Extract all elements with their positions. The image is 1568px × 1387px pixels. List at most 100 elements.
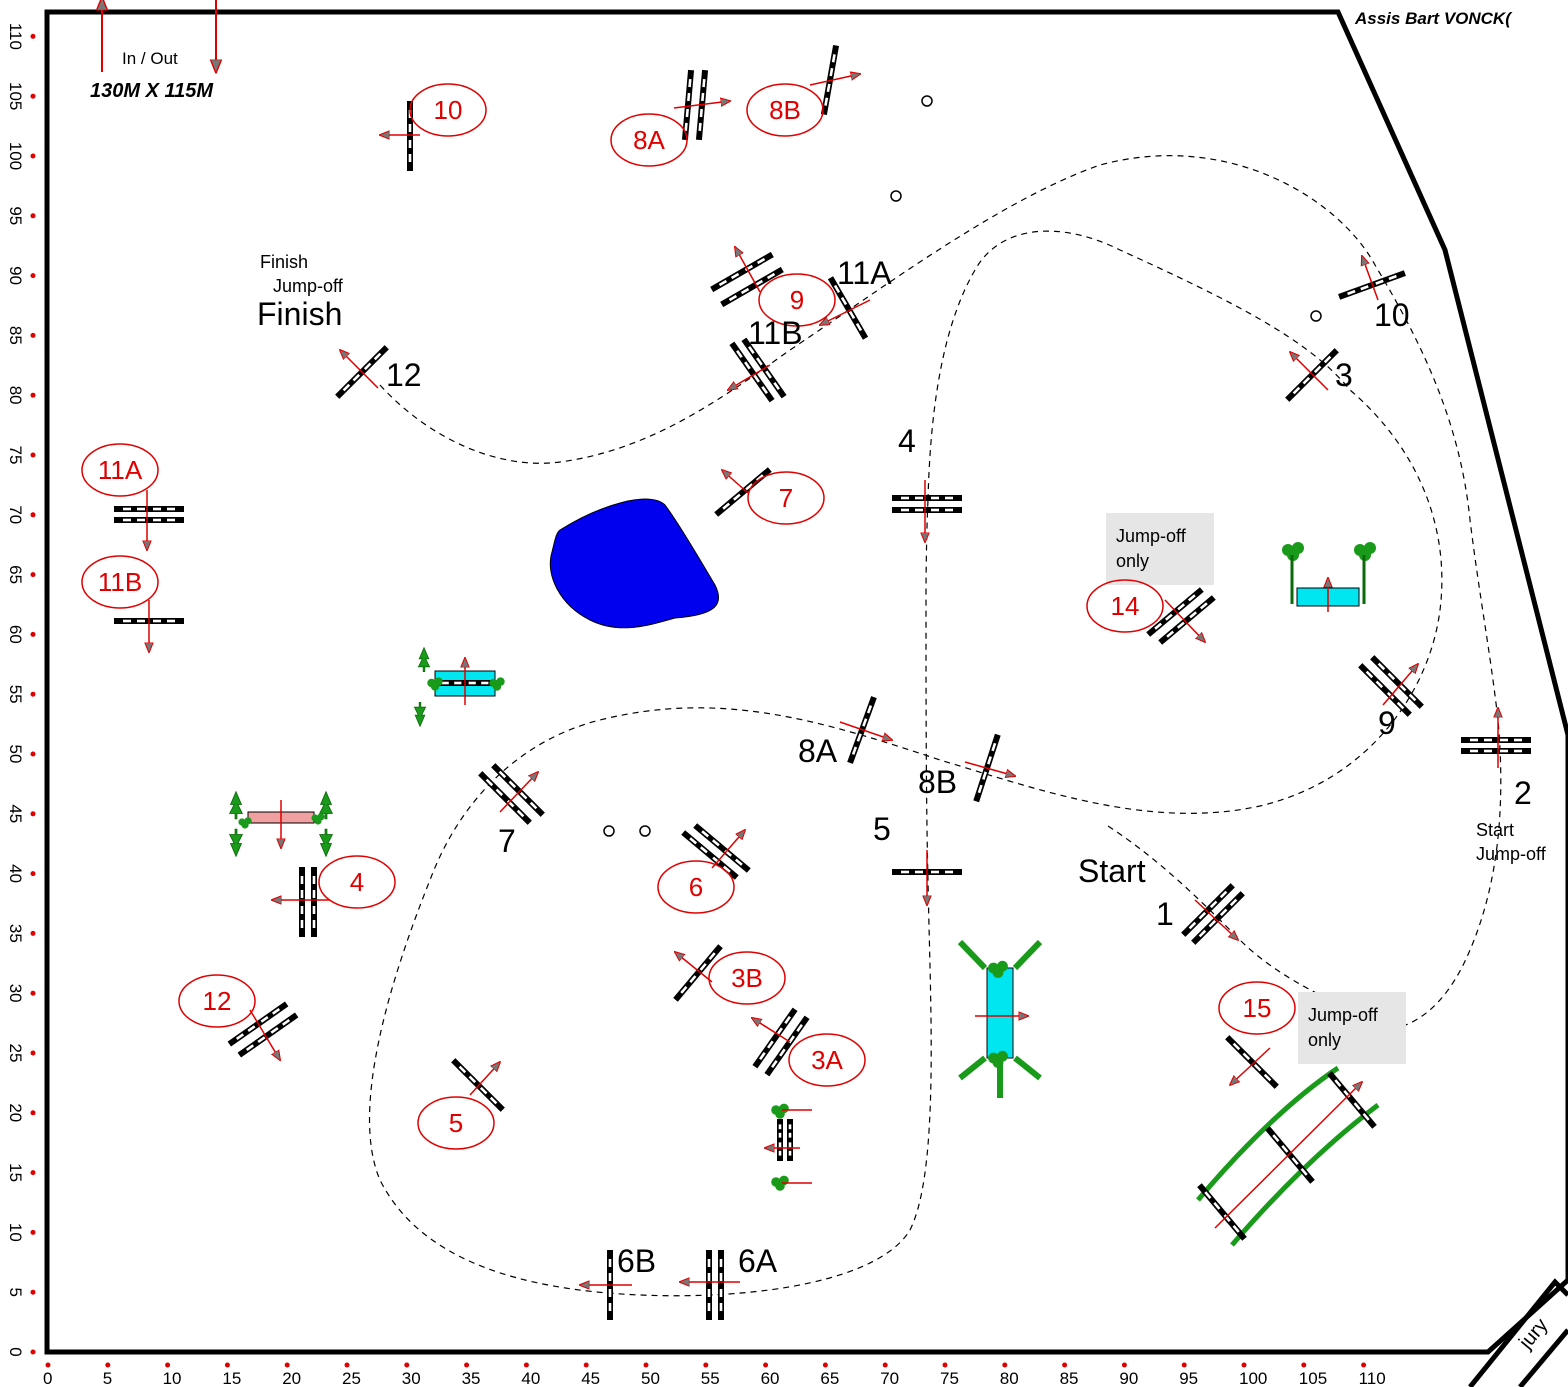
x-tick-mark (1121, 1362, 1127, 1368)
jo-num-4: 4 (898, 423, 916, 459)
y-tick-mark (30, 392, 36, 398)
main-num-6: 6 (689, 872, 703, 902)
y-tick-label: 70 (6, 505, 25, 524)
x-tick-label: 100 (1239, 1369, 1267, 1387)
svg-text:Jump-off: Jump-off (1308, 1005, 1379, 1025)
x-tick-label: 90 (1119, 1369, 1138, 1387)
fence-9 (710, 247, 784, 308)
x-tick-mark (404, 1362, 410, 1368)
fence-11b (114, 600, 184, 652)
y-tick-label: 25 (6, 1044, 25, 1063)
x-tick-label: 45 (581, 1369, 600, 1387)
x-tick-mark (523, 1362, 529, 1368)
jo-num-10: 10 (1374, 297, 1410, 333)
y-tick-label: 110 (6, 23, 25, 50)
fence-jo-5 (892, 850, 962, 905)
jo-num-11b: 11B (748, 315, 803, 351)
y-tick-mark (30, 1050, 36, 1056)
jumpoff-only-box-1: Jump-off only (1106, 513, 1214, 585)
jo-num-7: 7 (498, 823, 516, 859)
jo-num-11a: 11A (837, 255, 892, 291)
main-num-4: 4 (350, 867, 364, 897)
start-jumpoff-label-1: Start (1476, 820, 1514, 840)
x-tick-label: 95 (1179, 1369, 1198, 1387)
main-num-14: 14 (1111, 591, 1140, 621)
x-tick-mark (105, 1362, 111, 1368)
y-tick-mark (30, 930, 36, 936)
main-num-9: 9 (790, 285, 804, 315)
fence-jo-4 (892, 480, 962, 542)
x-tick-mark (464, 1362, 470, 1368)
fence-5 (451, 1058, 505, 1112)
x-tick-mark (224, 1362, 230, 1368)
wall-jump (229, 791, 333, 857)
x-tick-mark (1241, 1362, 1247, 1368)
finish-jumpoff-label-1: Finish (260, 252, 308, 272)
x-tick-label: 35 (462, 1369, 481, 1387)
main-num-5: 5 (449, 1108, 463, 1138)
assistant-name: Assis Bart VONCK( (1354, 9, 1513, 28)
y-tick-mark (30, 33, 36, 39)
jumpoff-route-north (379, 155, 1502, 1031)
water-jump-left (413, 647, 505, 727)
jo-num-3: 3 (1335, 357, 1353, 393)
fence-3b (673, 944, 723, 1002)
y-tick-label: 85 (6, 326, 25, 345)
x-tick-mark (703, 1362, 709, 1368)
x-tick-label: 20 (282, 1369, 301, 1387)
start-jumpoff-label-2: Jump-off (1476, 844, 1547, 864)
svg-text:Jump-off: Jump-off (1116, 526, 1187, 546)
fence-14 (1146, 587, 1216, 645)
x-tick-label: 70 (880, 1369, 899, 1387)
triple-combination (1196, 1065, 1380, 1247)
main-num-10: 10 (434, 95, 463, 125)
jo-num-8b: 8B (918, 764, 957, 800)
fence-jo-1 (1181, 883, 1245, 945)
fence-jo-8b (964, 733, 1015, 803)
x-tick-mark (1361, 1362, 1367, 1368)
finish-label: Finish (257, 296, 342, 332)
arena-dimensions: 130M X 115M (90, 80, 214, 102)
x-tick-label: 30 (402, 1369, 421, 1387)
y-tick-mark (30, 1349, 36, 1355)
fence-jo-7 (478, 763, 545, 825)
y-tick-label: 45 (6, 804, 25, 823)
x-tick-label: 15 (222, 1369, 241, 1387)
x-tick-mark (1002, 1362, 1008, 1368)
x-tick-label: 105 (1299, 1369, 1327, 1387)
x-tick-label: 55 (701, 1369, 720, 1387)
y-tick-label: 35 (6, 924, 25, 943)
y-tick-label: 0 (6, 1347, 25, 1356)
y-tick-mark (30, 1289, 36, 1295)
y-tick-mark (30, 1229, 36, 1235)
y-tick-mark (30, 273, 36, 279)
x-tick-mark (165, 1362, 171, 1368)
pond (549, 498, 720, 629)
y-tick-label: 55 (6, 685, 25, 704)
fence-11a (114, 490, 184, 550)
fence-jo-6b (580, 1250, 632, 1320)
x-tick-label: 65 (820, 1369, 839, 1387)
x-tick-mark (643, 1362, 649, 1368)
jumpoff-route-figure8 (369, 230, 1443, 1297)
y-tick-label: 30 (6, 984, 25, 1003)
x-tick-mark (822, 1362, 828, 1368)
y-tick-label: 105 (6, 82, 25, 110)
fence-8b (809, 45, 860, 115)
jo-num-12: 12 (386, 357, 422, 393)
y-tick-label: 50 (6, 745, 25, 764)
main-num-15: 15 (1243, 993, 1272, 1023)
main-num-8b: 8B (769, 95, 801, 125)
y-tick-label: 80 (6, 386, 25, 405)
y-tick-mark (30, 990, 36, 996)
y-tick-mark (30, 631, 36, 637)
y-tick-label: 60 (6, 625, 25, 644)
x-tick-label: 80 (1000, 1369, 1019, 1387)
fence-jo-6a (680, 1250, 740, 1320)
y-tick-mark (30, 1170, 36, 1176)
x-tick-label: 75 (940, 1369, 959, 1387)
start-label: Start (1078, 853, 1146, 889)
y-tick-mark (30, 452, 36, 458)
water-jump-right (1282, 542, 1376, 612)
